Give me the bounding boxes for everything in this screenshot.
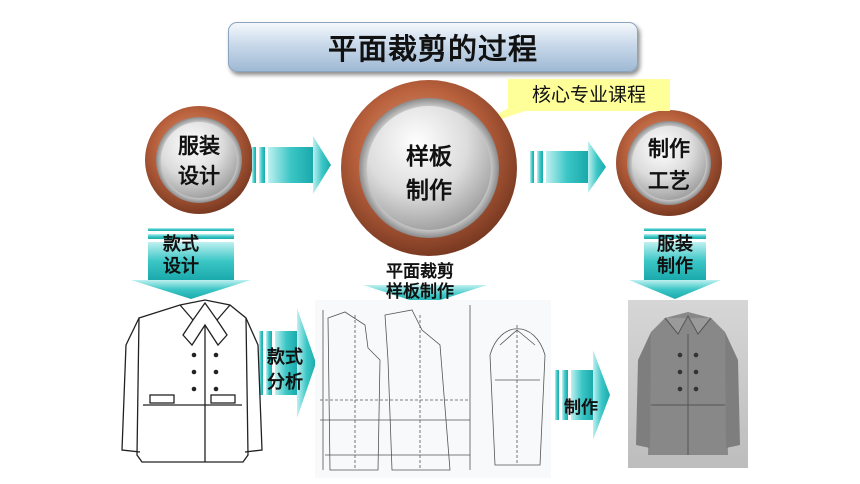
arrow-pattern-to-craft: [530, 141, 606, 193]
label-flat-cut: 平面裁剪 样板制作: [386, 262, 454, 303]
label-style-analysis: 款式 分析: [267, 347, 303, 394]
arrow-down-right: [629, 228, 721, 299]
arrow-analysis: [259, 308, 316, 418]
arrow-down-left: [131, 228, 251, 299]
circle-craft-text: 制作 工艺: [648, 137, 690, 193]
pattern-draft-image: [315, 300, 551, 478]
arrow-down-center: [363, 285, 487, 305]
circle-design: [145, 106, 253, 214]
label-style-design: 款式 设计: [163, 234, 199, 277]
label-garment-make: 服装 制作: [657, 234, 693, 277]
arrow-make: [555, 350, 610, 440]
core-course-callout: 核心专业课程: [508, 79, 670, 111]
title-banner: 平面裁剪的过程: [228, 22, 638, 72]
label-make: 制作: [564, 398, 598, 418]
circle-design-text: 服装 设计: [178, 134, 220, 188]
circle-craft: [616, 110, 722, 216]
arrow-design-to-pattern: [252, 136, 331, 194]
coat-sketch-image: [121, 299, 263, 463]
circle-pattern: [341, 80, 517, 256]
jacket-photo-image: [628, 300, 748, 468]
circle-pattern-text: 样板 制作: [406, 144, 452, 204]
page-title: 平面裁剪的过程: [327, 32, 538, 66]
